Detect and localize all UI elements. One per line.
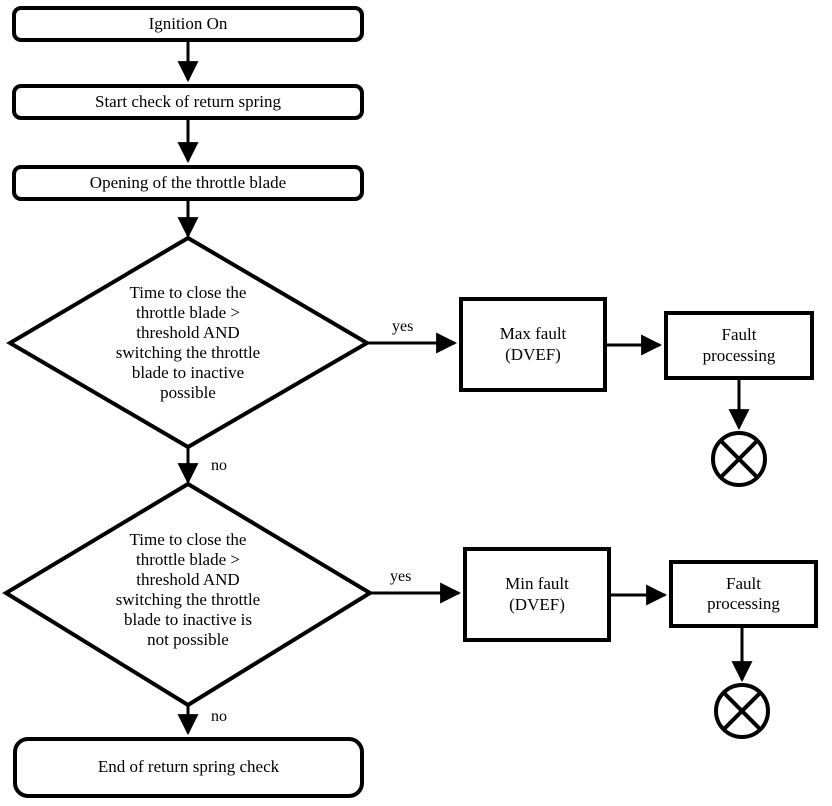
node-ignition-on[interactable]	[12, 6, 364, 42]
node-decision-min[interactable]	[2, 481, 374, 708]
node-terminator-bottom[interactable]	[714, 683, 770, 739]
node-max-fault[interactable]	[459, 297, 607, 392]
edge-label-no-min: no	[211, 708, 227, 725]
node-opening-blade[interactable]	[12, 165, 364, 201]
node-fault-processing-top[interactable]	[664, 311, 814, 380]
node-min-fault[interactable]	[463, 547, 611, 642]
node-terminator-top[interactable]	[711, 431, 767, 487]
node-decision-max[interactable]	[6, 235, 371, 450]
edge-label-no-max: no	[211, 457, 227, 474]
node-fault-processing-bottom[interactable]	[669, 560, 818, 628]
node-start-check[interactable]	[12, 84, 364, 120]
node-end-check[interactable]	[13, 737, 364, 798]
edge-label-yes-max: yes	[392, 318, 414, 335]
edge-label-yes-min: yes	[390, 568, 412, 585]
